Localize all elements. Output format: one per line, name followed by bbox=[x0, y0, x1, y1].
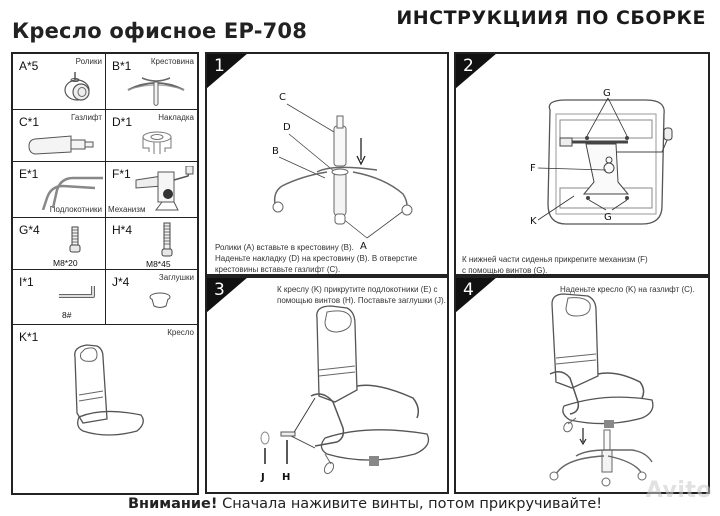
part-name: Механизм bbox=[108, 205, 146, 214]
final-assembly-illustration bbox=[549, 293, 654, 487]
svg-text:A: A bbox=[360, 241, 367, 252]
step-number-badge: 2 bbox=[456, 54, 499, 89]
part-name: Крестовина bbox=[150, 57, 194, 66]
step-number-badge: 3 bbox=[207, 278, 250, 313]
caster-wheel-icon bbox=[64, 72, 90, 101]
svg-text:K: K bbox=[530, 216, 537, 227]
star-base-assembly-illustration: C D B A bbox=[272, 92, 413, 252]
part-size: 8# bbox=[62, 310, 72, 320]
part-k: K*1 Кресло bbox=[13, 325, 197, 493]
warning-label: Внимание! bbox=[128, 496, 218, 512]
svg-text:H: H bbox=[282, 472, 290, 483]
seat-mechanism-illustration: G F K G bbox=[530, 88, 673, 227]
step-2-panel: 2 G F K G К нижней части сиденья прикреп… bbox=[454, 52, 710, 276]
part-size: M8*20 bbox=[53, 258, 78, 268]
part-name: Подлокотники bbox=[49, 205, 102, 214]
part-code: F*1 bbox=[112, 167, 131, 181]
step-3-panel: 3 К креслу (K) прикрутите подлокотники (… bbox=[205, 276, 449, 494]
short-screw-icon bbox=[69, 226, 81, 253]
gas-lift-icon bbox=[28, 135, 94, 155]
hex-key-icon bbox=[59, 286, 95, 298]
part-j: J*4 Заглушки bbox=[106, 270, 197, 325]
part-c: C*1 Газлифт bbox=[13, 110, 106, 162]
warning-text: Сначала наживите винты, потом прикручива… bbox=[217, 496, 603, 512]
step-4-panel: 4 Наденьте кресло (K) на газлифт (C). bbox=[454, 276, 710, 494]
part-code: H*4 bbox=[112, 223, 133, 237]
cap-plug-icon bbox=[149, 292, 171, 308]
part-code: B*1 bbox=[112, 59, 132, 73]
step-2-description: К нижней части сиденья прикрепите механи… bbox=[462, 255, 648, 275]
step-1-panel: 1 C D B A Ролики (A) вставьте в крестови… bbox=[205, 52, 449, 276]
star-base-icon bbox=[127, 77, 185, 106]
tilt-mechanism-icon bbox=[135, 166, 194, 211]
part-code: E*1 bbox=[19, 167, 39, 181]
part-code: J*4 bbox=[112, 275, 130, 289]
chair-seat-icon bbox=[74, 344, 144, 436]
svg-text:B: B bbox=[272, 146, 279, 157]
part-code: C*1 bbox=[19, 115, 40, 129]
svg-text:C: C bbox=[279, 92, 286, 103]
armrest-attach-illustration: J H bbox=[260, 305, 430, 483]
step-3-description: К креслу (K) прикрутите подлокотники (E)… bbox=[277, 285, 446, 305]
part-code: K*1 bbox=[19, 330, 39, 344]
part-name: Накладка bbox=[158, 113, 194, 122]
avito-watermark: Avito bbox=[645, 478, 712, 503]
product-title: Кресло офисное EP-708 bbox=[12, 19, 308, 43]
base-cover-icon bbox=[142, 131, 172, 154]
svg-text:J: J bbox=[260, 472, 265, 483]
assembly-warning: Внимание! Сначала наживите винты, потом … bbox=[128, 496, 602, 512]
part-b: B*1 Крестовина bbox=[106, 54, 197, 110]
parts-list: A*5 Ролики B*1 Крестовина C*1 Газлифт bbox=[11, 52, 199, 495]
step-4-description: Наденьте кресло (K) на газлифт (C). bbox=[560, 285, 695, 294]
part-name: Газлифт bbox=[70, 113, 102, 122]
part-name: Кресло bbox=[167, 328, 194, 337]
part-code: I*1 bbox=[19, 275, 34, 289]
svg-text:G: G bbox=[604, 212, 612, 223]
part-code: A*5 bbox=[19, 59, 39, 73]
part-f: F*1 Механизм bbox=[106, 162, 197, 218]
svg-text:D: D bbox=[283, 122, 291, 133]
step-1-description: Ролики (A) вставьте в крестовину (B). На… bbox=[215, 243, 418, 274]
part-h: H*4 M8*45 bbox=[106, 218, 197, 270]
part-g: G*4 M8*20 bbox=[13, 218, 106, 270]
part-name: Заглушки bbox=[158, 273, 194, 282]
step-number-badge: 1 bbox=[207, 54, 250, 89]
part-size: M8*45 bbox=[146, 259, 171, 269]
armrests-icon bbox=[41, 176, 103, 210]
part-code: D*1 bbox=[112, 115, 133, 129]
part-e: E*1 Подлокотники bbox=[13, 162, 106, 218]
part-a: A*5 Ролики bbox=[13, 54, 106, 110]
svg-text:G: G bbox=[603, 88, 611, 99]
long-screw-icon bbox=[161, 222, 173, 257]
part-code: G*4 bbox=[19, 223, 40, 237]
svg-text:F: F bbox=[530, 163, 536, 174]
step-number-badge: 4 bbox=[456, 278, 499, 313]
part-d: D*1 Накладка bbox=[106, 110, 197, 162]
document-title: ИНСТРУКЦИИЯ ПО СБОРКЕ bbox=[396, 7, 706, 29]
part-i: I*1 8# bbox=[13, 270, 106, 325]
part-name: Ролики bbox=[75, 57, 102, 66]
